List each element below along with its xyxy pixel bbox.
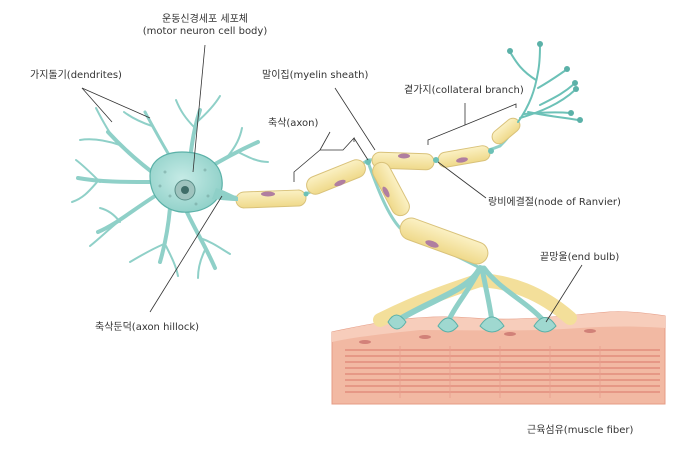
collateral-branch-terminals: [509, 44, 579, 123]
label-end-bulb: 끝망울(end bulb): [540, 252, 620, 263]
label-muscle-fiber: 근육섬유(muscle fiber): [527, 425, 634, 436]
label-axon-hillock: 축삭둔덕(axon hillock): [95, 322, 200, 333]
muscle-fiber: [331, 311, 666, 405]
label-dendrites: 가지돌기(dendrites): [30, 70, 122, 81]
label-motor-neuron-cell-body: 운동신경세포 세포체 (motor neuron cell body): [135, 14, 275, 38]
schwann-nuclei: [261, 153, 468, 248]
axon-terminals: [373, 265, 577, 333]
collateral-branch-tips: [507, 41, 583, 123]
label-node-of-ranvier: 랑비에결절(node of Ranvier): [488, 197, 621, 208]
muscle-striations: [345, 349, 660, 393]
label-motor-neuron-cell-body-en: (motor neuron cell body): [142, 26, 268, 37]
nodes-of-ranvier: [303, 148, 494, 197]
cell-body: [149, 151, 238, 213]
label-axon: 축삭(axon): [268, 118, 319, 129]
label-motor-neuron-cell-body-ko: 운동신경세포 세포체: [162, 14, 248, 25]
myelin-sheath-segments: [235, 117, 521, 265]
label-myelin-sheath: 말이집(myelin sheath): [262, 70, 369, 81]
leader-lines: [81, 44, 583, 323]
label-collateral-branch: 곁가지(collateral branch): [404, 85, 524, 96]
